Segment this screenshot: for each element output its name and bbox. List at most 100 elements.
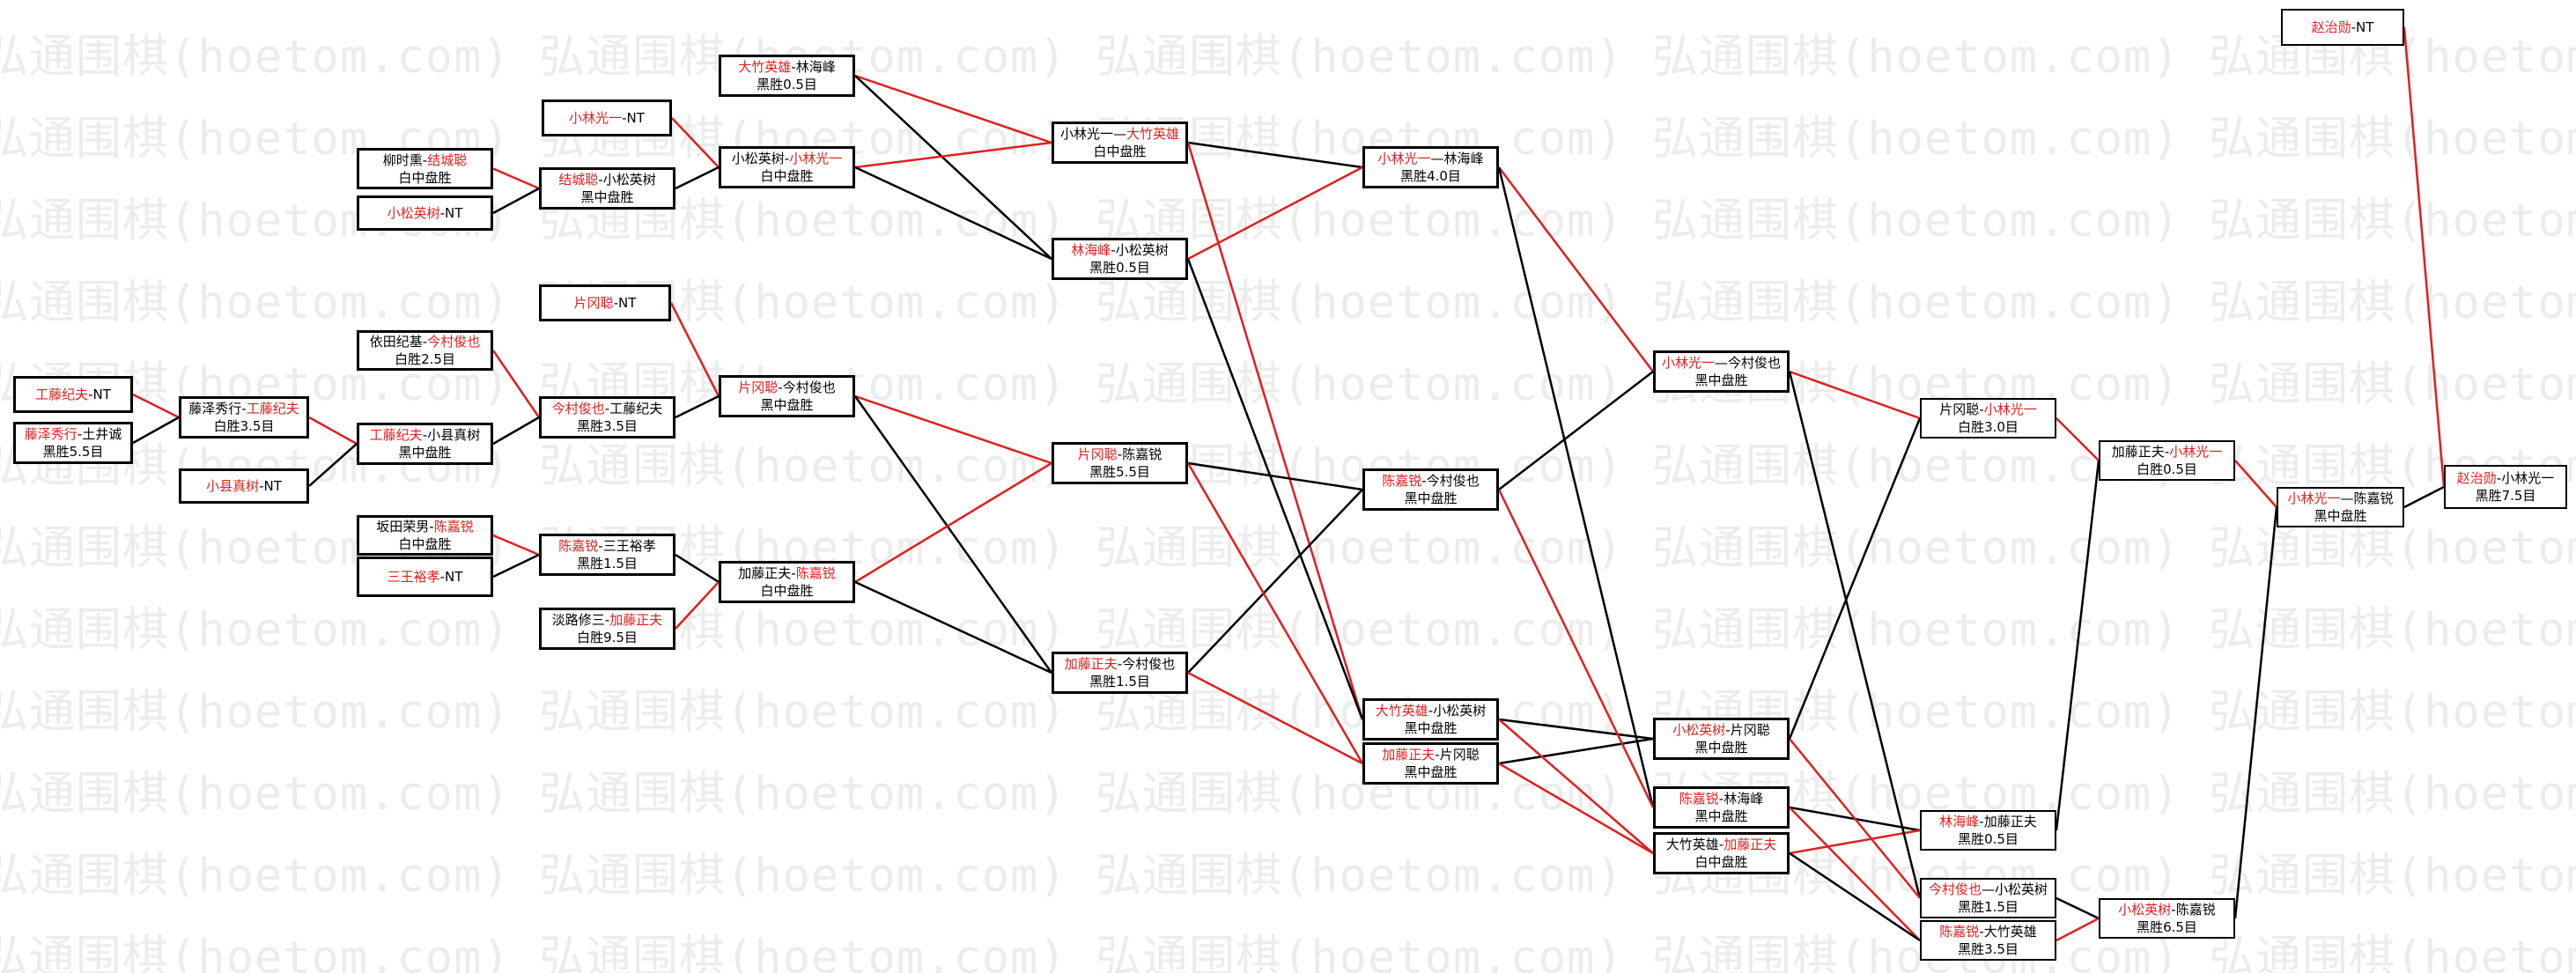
match-players: 加藤正夫-小林光一: [2112, 443, 2222, 461]
match-box: 片冈聪-NT: [539, 284, 671, 321]
match-result: 黑中盘胜: [760, 397, 814, 413]
separator: -: [1117, 446, 1123, 462]
player-black: 林海峰: [1939, 814, 1980, 829]
separator: -: [241, 401, 247, 416]
player-white: 工藤纪夫: [246, 401, 299, 416]
match-players: 陈嘉锐-今村俊也: [1382, 472, 1479, 490]
connector-line: [308, 443, 358, 487]
separator: -: [778, 380, 783, 395]
match-result: 黑中盘胜: [1694, 372, 1748, 388]
separator: -: [422, 427, 428, 443]
player-black: 结城聪: [558, 172, 599, 188]
player-black: 淡路修三: [551, 612, 605, 628]
player-black: 陈嘉锐: [1679, 791, 1719, 807]
player-white: 片冈聪: [1730, 722, 1770, 738]
match-result: 白中盘胜: [760, 583, 814, 599]
match-box: 三王裕孝-NT: [357, 557, 493, 597]
connector-line: [2403, 485, 2445, 509]
match-players: 片冈聪-今村俊也: [738, 379, 835, 396]
connector-line: [1187, 141, 1363, 169]
match-result: 黑中盘胜: [1404, 490, 1458, 506]
match-result: 黑胜0.5目: [757, 77, 817, 92]
separator: -: [439, 569, 446, 585]
connector-line: [2056, 896, 2100, 920]
player-white: 小林光一: [2501, 470, 2555, 486]
separator: —: [1430, 151, 1444, 166]
player-white: 林海峰: [1723, 791, 1764, 807]
match-result: 黑中盘胜: [1404, 720, 1458, 736]
match-players: 今村俊也-工藤纪夫: [552, 400, 662, 417]
match-players: 坂田荣男-陈嘉锐: [376, 518, 473, 535]
player-black: 依田纪基: [369, 334, 423, 350]
player-white: 工藤纪夫: [609, 401, 663, 416]
match-box: 小林光一-NT: [542, 100, 672, 136]
connector-line: [669, 302, 720, 397]
player-black: 小松英树: [1672, 722, 1726, 738]
connector-line: [1497, 166, 1655, 808]
player-white: 小林光一: [2169, 444, 2223, 460]
match-result: 黑胜3.5目: [577, 418, 638, 434]
player-white: 小林光一: [1983, 402, 2037, 417]
match-result: 白胜0.5目: [2137, 461, 2197, 477]
match-result: 黑中盘胜: [1694, 740, 1748, 756]
player-black: 陈嘉锐: [1939, 924, 1980, 940]
separator: -: [613, 295, 619, 311]
separator: -: [422, 334, 428, 350]
separator: —: [1113, 126, 1126, 142]
match-result: 黑中盘胜: [1694, 808, 1748, 824]
match-box: 藤泽秀行-工藤纪夫白胜3.5目: [179, 396, 309, 439]
player-white: 今村俊也: [1426, 473, 1480, 489]
match-players: 小林光一—林海峰: [1377, 150, 1483, 167]
player-white: 小松英树: [602, 172, 656, 188]
match-result: 黑胜5.5目: [1089, 464, 1150, 480]
player-white: 结城聪: [427, 151, 468, 168]
match-players: 片冈聪-陈嘉锐: [1078, 446, 1162, 463]
match-result: 白胜2.5目: [395, 351, 455, 367]
connector-line: [675, 394, 720, 419]
separator: -: [604, 401, 610, 416]
connector-line: [491, 350, 541, 418]
player-white: 陈嘉锐: [1122, 446, 1163, 462]
match-players: 陈嘉锐-三王裕孝: [558, 537, 655, 555]
match-box: 大竹英雄-小松英树黑中盘胜: [1362, 698, 1499, 741]
connector-line: [1187, 461, 1363, 491]
match-players: 陈嘉锐-林海峰: [1679, 790, 1763, 807]
player-black: 坂田荣男: [376, 519, 430, 534]
connector-line: [854, 166, 1052, 261]
match-players: 淡路修三-加藤正夫: [552, 611, 662, 629]
match-box: 加藤正夫-片冈聪黑中盘胜: [1362, 742, 1499, 785]
player-black: 小松英树: [731, 151, 785, 166]
connector-line: [492, 167, 540, 190]
player-black: 藤泽秀行: [24, 426, 78, 442]
player-white: 今村俊也: [427, 334, 481, 350]
player-black: 林海峰: [1071, 242, 1111, 258]
player-black: 陈嘉锐: [558, 538, 599, 554]
player-black: 三王裕孝: [387, 569, 440, 585]
match-players: 加藤正夫-今村俊也: [1065, 655, 1175, 673]
connector-line: [854, 580, 1052, 674]
match-players: 林海峰-加藤正夫: [1939, 813, 2036, 830]
match-players: 大竹英雄-加藤正夫: [1666, 836, 1776, 853]
player-white: 小松英树: [1995, 881, 2048, 897]
player-black: 片冈聪: [738, 380, 779, 395]
match-players: 大竹英雄-小松英树: [1376, 702, 1486, 719]
match-result: 黑胜5.5目: [42, 444, 104, 460]
connector-line: [1498, 719, 1654, 854]
player-white: 小松英树: [1433, 703, 1487, 719]
connector-line: [1789, 807, 1921, 941]
connector-line: [854, 141, 1052, 169]
player-black: 藤泽秀行: [188, 401, 242, 416]
player-black: 小林光一: [2287, 490, 2341, 506]
match-result: 黑中盘胜: [580, 189, 634, 205]
connector-line: [1497, 489, 1655, 808]
separator: -: [784, 151, 790, 166]
match-box: 小松英树-片冈聪黑中盘胜: [1653, 718, 1790, 760]
match-result: 白胜3.5目: [213, 418, 275, 434]
match-players: 小林光一—大竹英雄: [1060, 125, 1179, 143]
separator: -: [1428, 703, 1434, 719]
player-black: 小林光一: [1661, 355, 1715, 371]
match-box: 加藤正夫-陈嘉锐白中盘胜: [719, 561, 855, 603]
separator: -: [598, 172, 603, 188]
separator: -: [1111, 242, 1116, 258]
match-result: 黑胜0.5目: [1089, 260, 1150, 276]
